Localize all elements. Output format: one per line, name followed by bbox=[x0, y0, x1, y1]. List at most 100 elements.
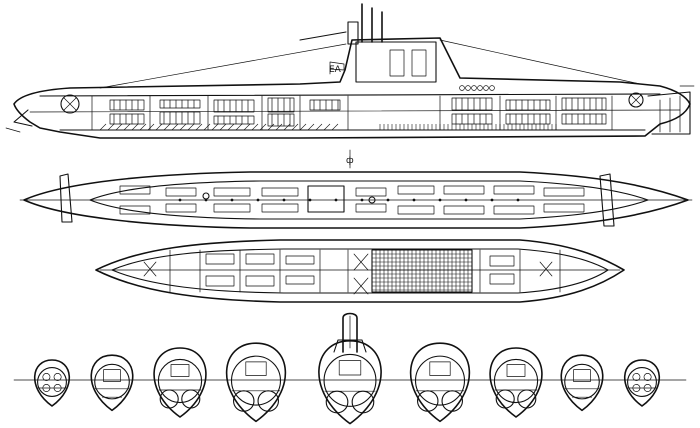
cross-section-outline bbox=[225, 342, 287, 423]
profile-keel-rib bbox=[163, 123, 171, 131]
profile-machinery-block-7 bbox=[267, 97, 295, 113]
torpedo-tube bbox=[643, 373, 652, 381]
stern-torpedo-door bbox=[628, 92, 644, 108]
profile-keel-rib bbox=[155, 123, 163, 131]
deck-bollard bbox=[178, 198, 182, 202]
deck-fitting-6 bbox=[213, 203, 251, 213]
deck-bollard bbox=[204, 198, 208, 202]
profile-keel-rib bbox=[203, 123, 211, 131]
bow-torpedo-door bbox=[60, 94, 80, 114]
profile-keel-rib bbox=[131, 123, 139, 131]
deck-fitting-16 bbox=[493, 205, 535, 215]
profile-hull-outline bbox=[13, 37, 691, 139]
cross-section-machinery bbox=[338, 360, 362, 376]
cross-section-pressure-hull bbox=[564, 363, 600, 400]
net-cutter-forward bbox=[99, 43, 347, 89]
profile-battery-hatching bbox=[99, 123, 557, 131]
hold-inner-hull bbox=[111, 248, 609, 294]
deck-fitting-12 bbox=[397, 205, 435, 215]
cross-section-machinery bbox=[170, 364, 190, 377]
profile-keel-rib bbox=[323, 123, 331, 131]
deck-hatch-forward bbox=[202, 192, 210, 200]
profile-keel-rib bbox=[259, 123, 267, 131]
cross-section-1 bbox=[33, 359, 71, 407]
profile-engine-cylinder bbox=[483, 85, 489, 91]
deck-bow-plane bbox=[59, 173, 73, 223]
cross-section-pressure-hull bbox=[493, 358, 539, 404]
deck-bollard bbox=[282, 198, 286, 202]
deck-bollard bbox=[412, 198, 416, 202]
profile-machinery-block-1 bbox=[109, 99, 145, 111]
profile-keel-rib bbox=[195, 123, 203, 131]
profile-engine-cylinder bbox=[489, 85, 495, 91]
deck-bollard bbox=[386, 198, 390, 202]
rudder-hatch bbox=[659, 95, 681, 133]
deck-hatch-aft bbox=[368, 196, 376, 204]
cross-section-conning-tower bbox=[333, 312, 367, 353]
profile-machinery-block-8 bbox=[267, 113, 295, 127]
stern-door-cross bbox=[630, 94, 642, 106]
cross-section-pressure-hull bbox=[94, 363, 130, 400]
deck-conning-tower-base bbox=[307, 185, 345, 213]
cross-section-tank bbox=[517, 389, 537, 409]
cross-section-outline bbox=[318, 340, 382, 425]
cross-section-tank bbox=[257, 390, 279, 412]
profile-keel-rib bbox=[331, 123, 339, 131]
hold-cross-mid-2 bbox=[353, 277, 369, 295]
hold-block-4 bbox=[245, 275, 275, 287]
deck-stern-plane bbox=[599, 173, 615, 227]
deck-fittings bbox=[119, 185, 585, 215]
deck-fitting-10 bbox=[355, 203, 387, 213]
profile-keel-rib bbox=[123, 123, 131, 131]
profile-keel-rib bbox=[107, 123, 115, 131]
profile-machinery bbox=[109, 85, 607, 127]
deck-bollard bbox=[256, 198, 260, 202]
deck-bollard bbox=[464, 198, 468, 202]
cross-section-pressure-hull bbox=[157, 358, 203, 404]
torpedo-tube bbox=[42, 384, 51, 392]
forward-hydroplane bbox=[13, 109, 33, 127]
bow-marker bbox=[5, 127, 21, 133]
deck-bollard bbox=[360, 198, 364, 202]
cross-sections bbox=[33, 312, 661, 425]
cross-section-machinery bbox=[573, 369, 591, 382]
hold-plan-view bbox=[95, 239, 625, 303]
profile-keel-rib bbox=[291, 123, 299, 131]
stern-rudder bbox=[647, 91, 691, 135]
cross-section-2 bbox=[90, 354, 134, 412]
cross-section-outline bbox=[489, 347, 543, 418]
cross-section-outline bbox=[33, 359, 71, 407]
deck-fitting-7 bbox=[261, 187, 299, 197]
torpedo-tube bbox=[53, 373, 62, 381]
cross-section-machinery bbox=[506, 364, 526, 377]
profile-keel-rib bbox=[275, 123, 283, 131]
deck-bollard bbox=[334, 198, 338, 202]
deck-bollard bbox=[490, 198, 494, 202]
profile-engine-cylinder bbox=[477, 85, 483, 91]
profile-keel-rib bbox=[211, 123, 219, 131]
cross-section-8 bbox=[560, 354, 604, 412]
deck-fitting-15 bbox=[493, 185, 535, 195]
cross-section-pressure-hull bbox=[37, 367, 67, 397]
cross-section-tank bbox=[233, 390, 255, 412]
deck-bollard bbox=[308, 198, 312, 202]
deck-fitting-14 bbox=[443, 205, 485, 215]
flag bbox=[329, 61, 345, 75]
cross-section-tank bbox=[441, 390, 463, 412]
cross-section-outline bbox=[560, 354, 604, 412]
profile-keel-rib bbox=[99, 123, 107, 131]
cross-section-tank bbox=[495, 389, 515, 409]
cross-section-tank bbox=[181, 389, 201, 409]
cross-section-tank bbox=[159, 389, 179, 409]
profile-machinery-block-3 bbox=[159, 99, 201, 109]
battery-grid-frame bbox=[371, 249, 473, 293]
hold-cross-mid bbox=[353, 253, 369, 271]
profile-machinery-block-2 bbox=[109, 113, 145, 125]
hold-block-6 bbox=[285, 275, 315, 285]
torpedo-tube bbox=[643, 384, 652, 392]
profile-keel-rib bbox=[147, 123, 155, 131]
deck-fitting-4 bbox=[165, 203, 197, 213]
hold-block-1 bbox=[205, 253, 235, 265]
profile-engine-cylinder bbox=[471, 85, 477, 91]
